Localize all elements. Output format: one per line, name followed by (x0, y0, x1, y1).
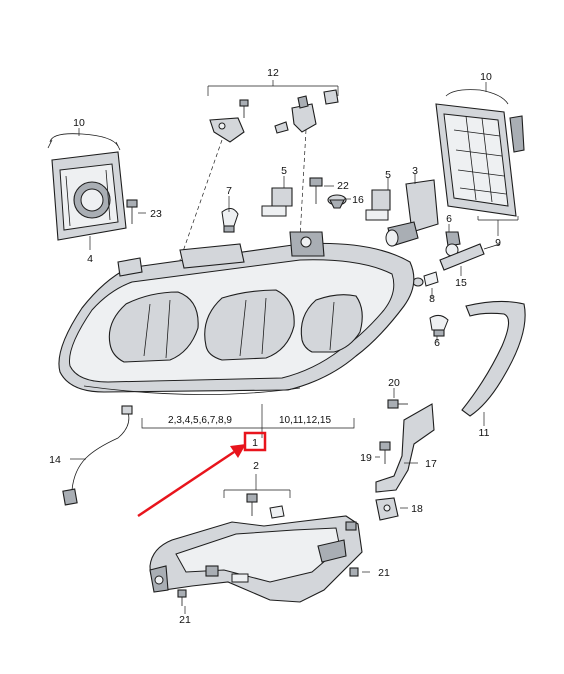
screw-part-23 (126, 199, 138, 224)
side-bracket-part-17 (375, 403, 435, 493)
callout-11[interactable]: 11 (479, 427, 490, 439)
callout-4[interactable]: 4 (87, 253, 93, 265)
bulb-part-7 (221, 208, 239, 233)
retaining-clip-part-10-right (445, 89, 509, 105)
bulb-part-6-lower (429, 314, 449, 337)
callout-17[interactable]: 17 (425, 458, 437, 470)
cover-cap-part-9 (435, 103, 525, 217)
callout-6-upper[interactable]: 6 (446, 213, 452, 225)
callout-21-left[interactable]: 21 (179, 614, 191, 626)
screw-part-21-left (177, 589, 187, 606)
bulb-socket-part-5-left (261, 187, 293, 217)
bulb-part-8 (412, 271, 439, 287)
bulb-part-6-upper (445, 231, 461, 257)
cover-cap-part-4 (51, 151, 127, 241)
trim-strip-part-11 (461, 300, 526, 417)
clip-nut-part-18 (375, 497, 399, 521)
highlight-box-part-1 (243, 431, 267, 452)
callout-5-right[interactable]: 5 (385, 169, 391, 181)
headlight-housing-part-1 (58, 231, 415, 395)
callout-group-right: 10,11,12,15 (279, 415, 332, 426)
callout-3[interactable]: 3 (412, 165, 418, 177)
callout-18[interactable]: 18 (411, 503, 423, 515)
bulb-socket-part-5-right (365, 189, 391, 221)
mounting-bracket-part-2 (149, 515, 363, 603)
callout-16[interactable]: 16 (352, 194, 364, 206)
screw-part-22 (309, 177, 323, 204)
callout-8[interactable]: 8 (429, 293, 435, 305)
callout-5-left[interactable]: 5 (281, 165, 287, 177)
callout-20[interactable]: 20 (388, 377, 400, 389)
callout-10-right[interactable]: 10 (480, 71, 492, 83)
callout-6-lower[interactable]: 6 (434, 337, 440, 349)
screw-part-20 (387, 399, 408, 409)
callout-12[interactable]: 12 (267, 67, 279, 79)
callout-group-left: 2,3,4,5,6,7,8,9 (168, 415, 232, 426)
callout-14[interactable]: 14 (49, 454, 61, 466)
callout-7[interactable]: 7 (226, 185, 232, 197)
callout-15[interactable]: 15 (455, 277, 467, 289)
screw-part-19 (379, 441, 391, 464)
callout-1[interactable]: 1 (252, 437, 258, 449)
callout-2[interactable]: 2 (253, 460, 259, 472)
callout-22[interactable]: 22 (337, 180, 349, 192)
callout-9[interactable]: 9 (495, 237, 501, 249)
callout-10-left[interactable]: 10 (73, 117, 85, 129)
callout-21-right[interactable]: 21 (378, 567, 390, 579)
retaining-clip-part-10-left (47, 133, 121, 151)
mounting-brackets-part-12 (179, 89, 339, 261)
highlight-arrow (137, 444, 246, 518)
callout-23[interactable]: 23 (150, 208, 162, 220)
callout-19[interactable]: 19 (360, 452, 372, 464)
control-unit-part-3 (385, 179, 439, 247)
bulb-holder-part-15 (439, 243, 501, 271)
screw-part-21-right (349, 567, 359, 577)
plug-part-16 (327, 194, 347, 209)
vent-hose-part-14 (62, 405, 133, 506)
screw-part-2-upper (246, 493, 285, 519)
